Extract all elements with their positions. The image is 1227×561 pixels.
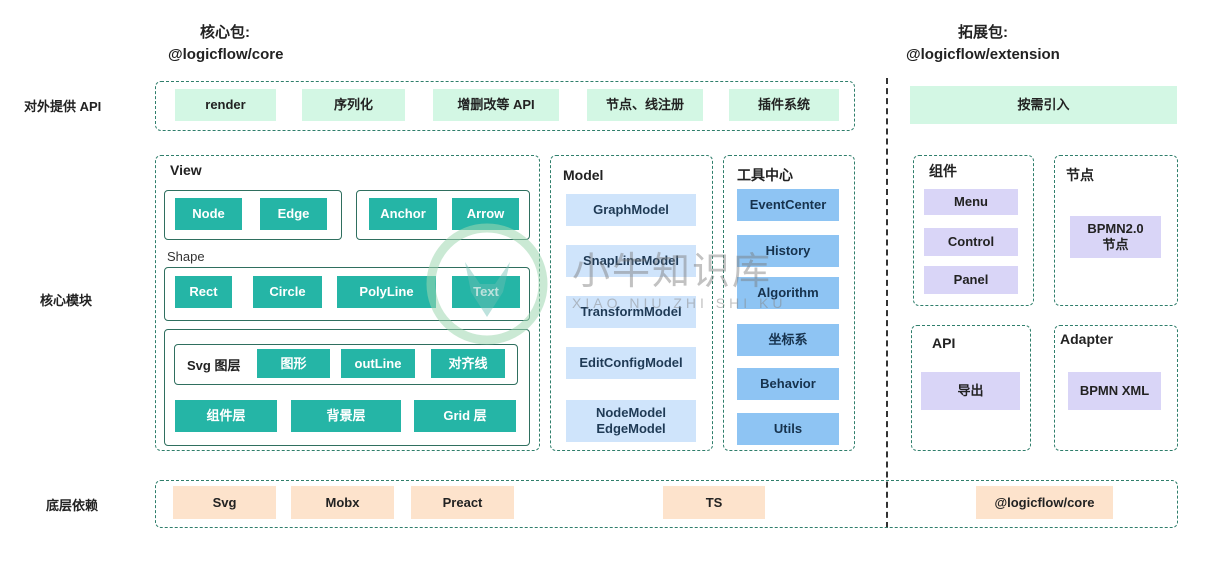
base-svg: Svg — [173, 486, 276, 519]
view-arrow: Arrow — [452, 198, 519, 230]
base-row-container — [155, 480, 1178, 528]
core-package-name: @logicflow/core — [168, 46, 284, 63]
base-ts: TS — [663, 486, 765, 519]
tool-utils: Utils — [737, 413, 839, 445]
ext-adapter-section — [1054, 325, 1178, 451]
svg-layer-group — [174, 344, 518, 385]
ext-api-on-demand: 按需引入 — [910, 86, 1177, 124]
model-section — [550, 155, 713, 451]
ext-menu: Menu — [924, 189, 1018, 215]
ext-panel: Panel — [924, 266, 1018, 294]
extension-package-title: 拓展包: — [958, 24, 1008, 41]
model-node-edge-model: NodeModel EdgeModel — [566, 400, 696, 442]
api-item-render: render — [175, 89, 276, 121]
base-logicflow-core: @logicflow/core — [976, 486, 1113, 519]
layer-component: 组件层 — [175, 400, 277, 432]
layers-group — [164, 329, 530, 446]
row-label-core: 核心模块 — [40, 293, 93, 308]
api-item-plugin: 插件系统 — [729, 89, 839, 121]
ext-nodes-section — [1054, 155, 1178, 306]
tools-section — [723, 155, 855, 451]
model-snaplinemodel: SnapLineModel — [566, 245, 696, 277]
model-title: Model — [563, 167, 604, 183]
base-mobx: Mobx — [291, 486, 394, 519]
api-item-serialize: 序列化 — [302, 89, 405, 121]
base-preact: Preact — [411, 486, 514, 519]
ext-nodes-title: 节点 — [1066, 167, 1094, 183]
layer-grid: Grid 层 — [414, 400, 516, 432]
package-divider — [886, 78, 888, 528]
row-label-base: 底层依赖 — [46, 498, 99, 513]
ext-api-section — [911, 325, 1031, 451]
ext-bpmn-xml: BPMN XML — [1068, 372, 1161, 410]
ext-control: Control — [924, 228, 1018, 256]
model-graphmodel: GraphModel — [566, 194, 696, 226]
svg-item-outline: outLine — [341, 349, 415, 378]
ext-components-title: 组件 — [929, 163, 957, 179]
layer-background: 背景层 — [291, 400, 401, 432]
shape-rect: Rect — [175, 276, 232, 308]
ext-components-section — [913, 155, 1034, 306]
shape-text: Text — [452, 276, 520, 308]
ext-api-title: API — [932, 335, 956, 351]
extension-package-name: @logicflow/extension — [906, 46, 1060, 63]
view-node: Node — [175, 198, 242, 230]
shape-circle: Circle — [253, 276, 322, 308]
tool-algorithm: Algorithm — [737, 277, 839, 309]
api-item-crud: 增删改等 API — [433, 89, 559, 121]
tool-eventcenter: EventCenter — [737, 189, 839, 221]
view-edge: Edge — [260, 198, 327, 230]
svg-item-graphic: 图形 — [257, 349, 330, 378]
svg-layer-label: Svg 图层 — [187, 358, 241, 373]
api-item-register: 节点、线注册 — [587, 89, 703, 121]
tool-history: History — [737, 235, 839, 267]
ext-bpmn-node: BPMN2.0 节点 — [1070, 216, 1161, 258]
tool-coordinate: 坐标系 — [737, 324, 839, 356]
view-title: View — [170, 162, 202, 178]
svg-item-snapline: 对齐线 — [431, 349, 505, 378]
ext-export: 导出 — [921, 372, 1020, 410]
model-editconfigmodel: EditConfigModel — [566, 347, 696, 379]
view-group-node-edge — [164, 190, 342, 240]
ext-adapter-title: Adapter — [1060, 331, 1113, 347]
view-anchor: Anchor — [369, 198, 437, 230]
core-package-title: 核心包: — [200, 24, 250, 41]
shape-polyline: PolyLine — [337, 276, 436, 308]
shape-label: Shape — [167, 249, 205, 264]
row-label-api: 对外提供 API — [24, 99, 102, 114]
tools-title: 工具中心 — [737, 167, 793, 183]
model-transformmodel: TransformModel — [566, 296, 696, 328]
api-row-container — [155, 81, 855, 131]
tool-behavior: Behavior — [737, 368, 839, 400]
